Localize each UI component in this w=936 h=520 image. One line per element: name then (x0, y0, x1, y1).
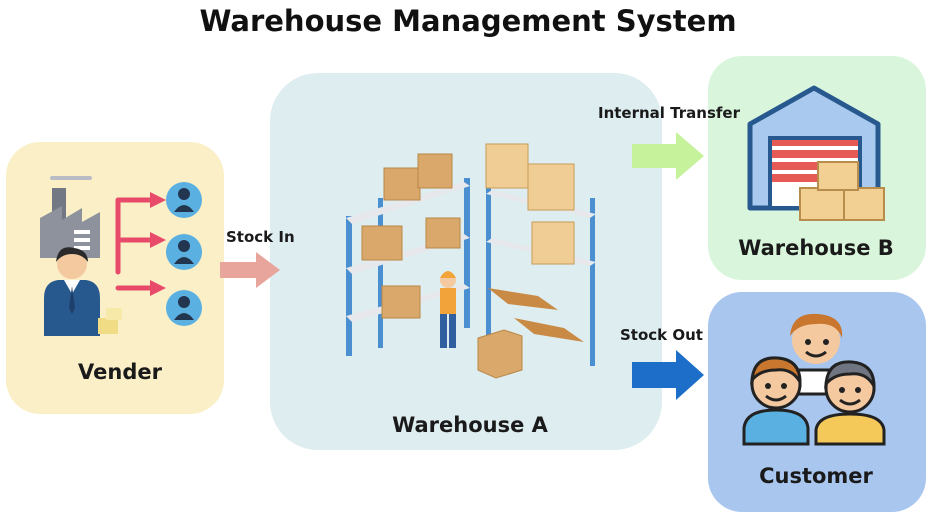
warehouse-shelves-icon (346, 143, 596, 379)
diagram-title: Warehouse Management System (199, 4, 737, 38)
factory-vender-icon (40, 176, 202, 336)
warehouse-building-icon (747, 85, 885, 221)
warehouse-b-label: Warehouse B (738, 236, 894, 260)
vender-label: Vender (78, 360, 162, 384)
internal-transfer-label: Internal Transfer (598, 104, 740, 122)
stock-in-label: Stock In (226, 228, 295, 246)
warehouse-a-label: Warehouse A (392, 413, 548, 437)
stock-out-arrow (632, 350, 704, 400)
customer-label: Customer (759, 464, 873, 488)
internal-transfer-arrow (632, 132, 704, 180)
stock-out-label: Stock Out (620, 326, 703, 344)
stock-in-arrow (220, 252, 280, 288)
customers-group-icon (742, 313, 886, 446)
